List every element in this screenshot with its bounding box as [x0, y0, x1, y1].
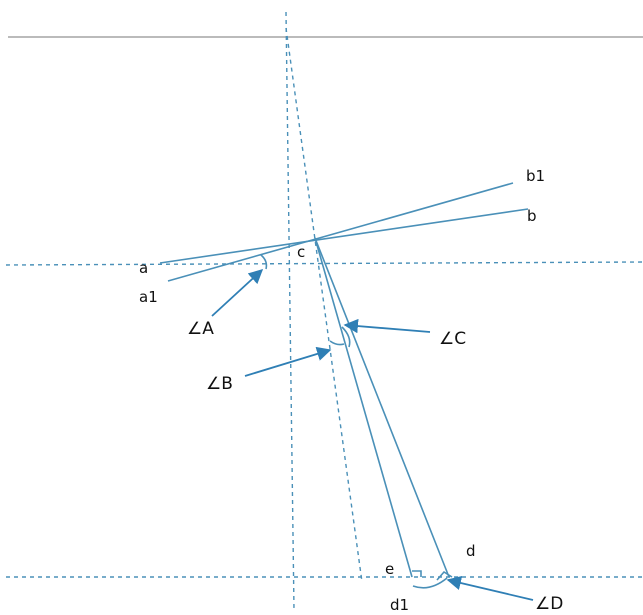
line-c-d: [314, 237, 450, 578]
arrow-angle-a: [211, 269, 264, 317]
line-a1-b1: [167, 182, 514, 282]
label-angle-a: ∠A: [187, 319, 214, 339]
arrow-angle-d: [446, 575, 534, 601]
tilted-reference: [285, 27, 363, 583]
angle-arc-a: [260, 254, 268, 270]
label-point-d1: d1: [390, 596, 409, 614]
horizontal-reference-upper: [5, 261, 643, 266]
label-point-d: d: [466, 542, 476, 560]
label-point-b1: b1: [526, 167, 545, 185]
label-point-b: b: [527, 207, 537, 225]
angle-arc-d: [412, 577, 448, 589]
arrow-angle-c: [343, 318, 431, 334]
right-angle-mark-e: [412, 570, 422, 577]
right-angle-mark-d: [436, 570, 453, 581]
vertical-reference: [285, 11, 295, 611]
angle-arc-b: [329, 340, 345, 346]
label-point-a: a: [139, 259, 148, 277]
line-a-b: [159, 208, 529, 264]
label-point-a1: a1: [139, 288, 158, 306]
label-point-c: c: [297, 243, 305, 261]
line-c-e: [314, 237, 413, 578]
arrow-angle-b: [244, 346, 332, 377]
label-angle-d: ∠D: [535, 594, 563, 614]
label-angle-c: ∠C: [439, 329, 466, 349]
label-point-e: e: [385, 560, 394, 578]
label-angle-b: ∠B: [206, 374, 233, 394]
angle-arc-c: [341, 326, 351, 348]
